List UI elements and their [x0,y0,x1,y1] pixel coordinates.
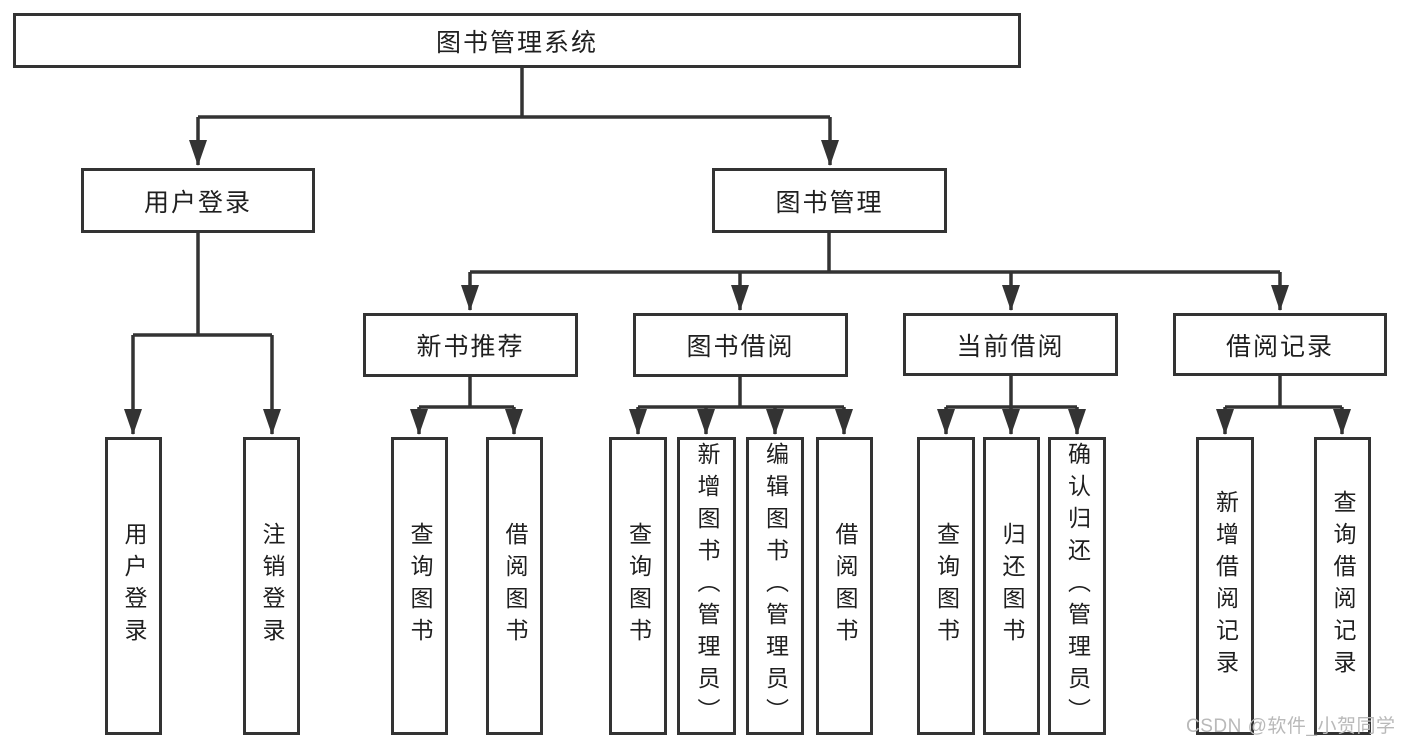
leaf-edit-books-admin-label: 编辑图书（管理员） [762,442,789,730]
current-borrow-connector [937,376,1086,435]
node-borrow-records: 借阅记录 [1173,313,1387,376]
leaf-query-books-recommend-label: 查询图书 [407,522,433,650]
leaf-edit-books-admin: 编辑图书（管理员） [746,437,804,735]
leaf-confirm-return-admin-label: 确认归还（管理员） [1064,442,1091,730]
leaf-borrow-books-label: 借阅图书 [832,522,858,650]
leaf-borrow-books: 借阅图书 [816,437,873,735]
leaf-query-books-current: 查询图书 [917,437,975,735]
leaf-add-borrow-record-label: 新增借阅记录 [1212,490,1239,682]
book-borrow-connector [629,377,853,435]
node-new-book-recommend: 新书推荐 [363,313,578,377]
root-connector [189,68,839,166]
node-root: 图书管理系统 [13,13,1021,68]
leaf-borrow-books-recommend-label: 借阅图书 [502,522,528,650]
leaf-confirm-return-admin: 确认归还（管理员） [1048,437,1106,735]
user-login-connector [124,233,281,435]
leaf-query-books-recommend: 查询图书 [391,437,448,735]
node-current-borrow: 当前借阅 [903,313,1118,376]
leaf-user-login: 用户登录 [105,437,162,735]
leaf-query-borrow-record: 查询借阅记录 [1314,437,1371,735]
leaf-add-books-admin: 新增图书（管理员） [677,437,736,735]
csdn-watermark: CSDN @软件_小贺同学 [1186,716,1396,737]
node-book-borrow: 图书借阅 [633,313,848,377]
borrow-records-connector [1216,376,1351,435]
book-management-connector [461,233,1289,311]
node-book-management: 图书管理 [712,168,947,233]
leaf-user-login-label: 用户登录 [121,522,147,650]
leaf-query-borrow-record-label: 查询借阅记录 [1330,490,1356,682]
leaf-return-books-label: 归还图书 [999,522,1025,650]
new-book-recommend-connector [410,377,523,435]
leaf-query-books-borrow-label: 查询图书 [625,522,652,650]
leaf-add-borrow-record: 新增借阅记录 [1196,437,1254,735]
leaf-query-books-current-label: 查询图书 [933,522,960,650]
leaf-borrow-books-recommend: 借阅图书 [486,437,543,735]
leaf-add-books-admin-label: 新增图书（管理员） [694,442,720,730]
leaf-logout-label: 注销登录 [259,522,285,650]
leaf-return-books: 归还图书 [983,437,1040,735]
leaf-logout: 注销登录 [243,437,300,735]
node-user-login: 用户登录 [81,168,315,233]
leaf-query-books-borrow: 查询图书 [609,437,667,735]
